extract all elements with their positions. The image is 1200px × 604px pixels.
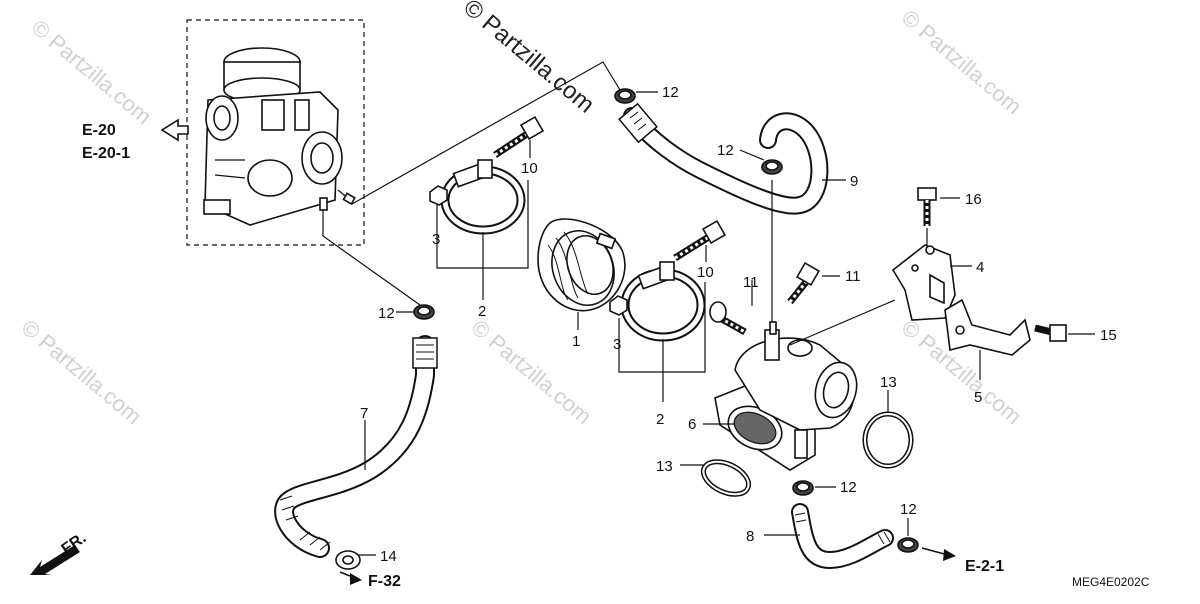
insulator-1	[537, 218, 626, 312]
callout-16[interactable]: 16	[965, 191, 982, 208]
reference-e20-1[interactable]: E-20-1	[82, 145, 130, 162]
reference-e2-1[interactable]: E-2-1	[965, 558, 1004, 575]
diagram-code: MEG4E0202C	[1072, 575, 1150, 589]
screw-11-right	[787, 261, 821, 305]
callout-15[interactable]: 15	[1100, 327, 1117, 344]
reference-e20[interactable]: E-20	[82, 122, 116, 139]
callout-8[interactable]: 8	[746, 528, 754, 545]
watermark-main: © Partzilla.com	[458, 0, 599, 119]
callout-10-upper[interactable]: 10	[521, 160, 538, 177]
bolt-15	[1034, 324, 1067, 342]
carburetor	[203, 47, 356, 226]
leader-4-to-body	[789, 299, 896, 346]
callout-12-mid[interactable]: 12	[840, 479, 857, 496]
callout-14[interactable]: 14	[380, 548, 397, 565]
callout-12-tube9[interactable]: 12	[717, 142, 734, 159]
tube-9	[618, 102, 829, 215]
callout-13-right[interactable]: 13	[880, 374, 897, 391]
intake-body-6	[714, 321, 858, 471]
callout-9[interactable]: 9	[850, 173, 858, 190]
front-direction-arrow-icon	[30, 545, 80, 575]
callout-2-lower[interactable]: 2	[656, 411, 664, 428]
reference-f32[interactable]: F-32	[368, 573, 401, 590]
callout-3-upper[interactable]: 3	[432, 231, 440, 248]
clamp-12-left	[413, 304, 435, 320]
callout-12-left[interactable]: 12	[378, 305, 395, 322]
callout-10-lower[interactable]: 10	[697, 264, 714, 281]
clamp-14	[335, 550, 361, 570]
bolt-16	[917, 187, 937, 226]
callout-12-lower-right[interactable]: 12	[900, 501, 917, 518]
screw-10-lower	[673, 219, 727, 261]
callout-5[interactable]: 5	[974, 389, 982, 406]
clamp-12-mid	[792, 480, 814, 496]
callout-7[interactable]: 7	[360, 405, 368, 422]
callout-6[interactable]: 6	[688, 416, 696, 433]
arrow-f32-icon	[350, 573, 362, 585]
screw-11-left	[709, 301, 747, 336]
band-clamp-2-lower	[620, 261, 706, 342]
screw-10-upper	[493, 115, 545, 158]
clamp-12-tube9	[761, 159, 783, 175]
callout-13-left[interactable]: 13	[656, 458, 673, 475]
callout-12-top[interactable]: 12	[662, 84, 679, 101]
nut-3-upper	[429, 185, 448, 206]
left-arrow-icon	[160, 118, 189, 142]
leader-carb-to-tube7	[322, 210, 421, 306]
watermark-top-left: © Partzilla.com	[27, 15, 157, 129]
arrow-e21-icon	[943, 549, 956, 561]
callout-11-left[interactable]: 11	[743, 274, 759, 291]
clamp-12-top	[614, 88, 636, 104]
callout-2-upper[interactable]: 2	[478, 303, 486, 320]
watermark-center: © Partzilla.com	[467, 315, 597, 429]
tube-7	[274, 335, 438, 558]
callout-3-lower[interactable]: 3	[613, 336, 621, 353]
watermark-mid-left: © Partzilla.com	[17, 315, 147, 429]
callout-11-right[interactable]: 11	[845, 268, 861, 285]
tube-8	[791, 503, 894, 570]
callout-1[interactable]: 1	[572, 333, 580, 350]
leader-carb-to-tube9	[351, 61, 621, 205]
clamp-12-lower-right	[897, 537, 919, 553]
watermark-top-right: © Partzilla.com	[897, 5, 1027, 119]
callout-4[interactable]: 4	[976, 259, 984, 276]
nut-3-lower	[609, 295, 628, 316]
bracket-3-10-lower	[618, 282, 706, 373]
band-clamp-2-upper	[440, 159, 526, 235]
carburetor-reference-box	[186, 19, 365, 246]
bracket-5	[944, 298, 1031, 356]
